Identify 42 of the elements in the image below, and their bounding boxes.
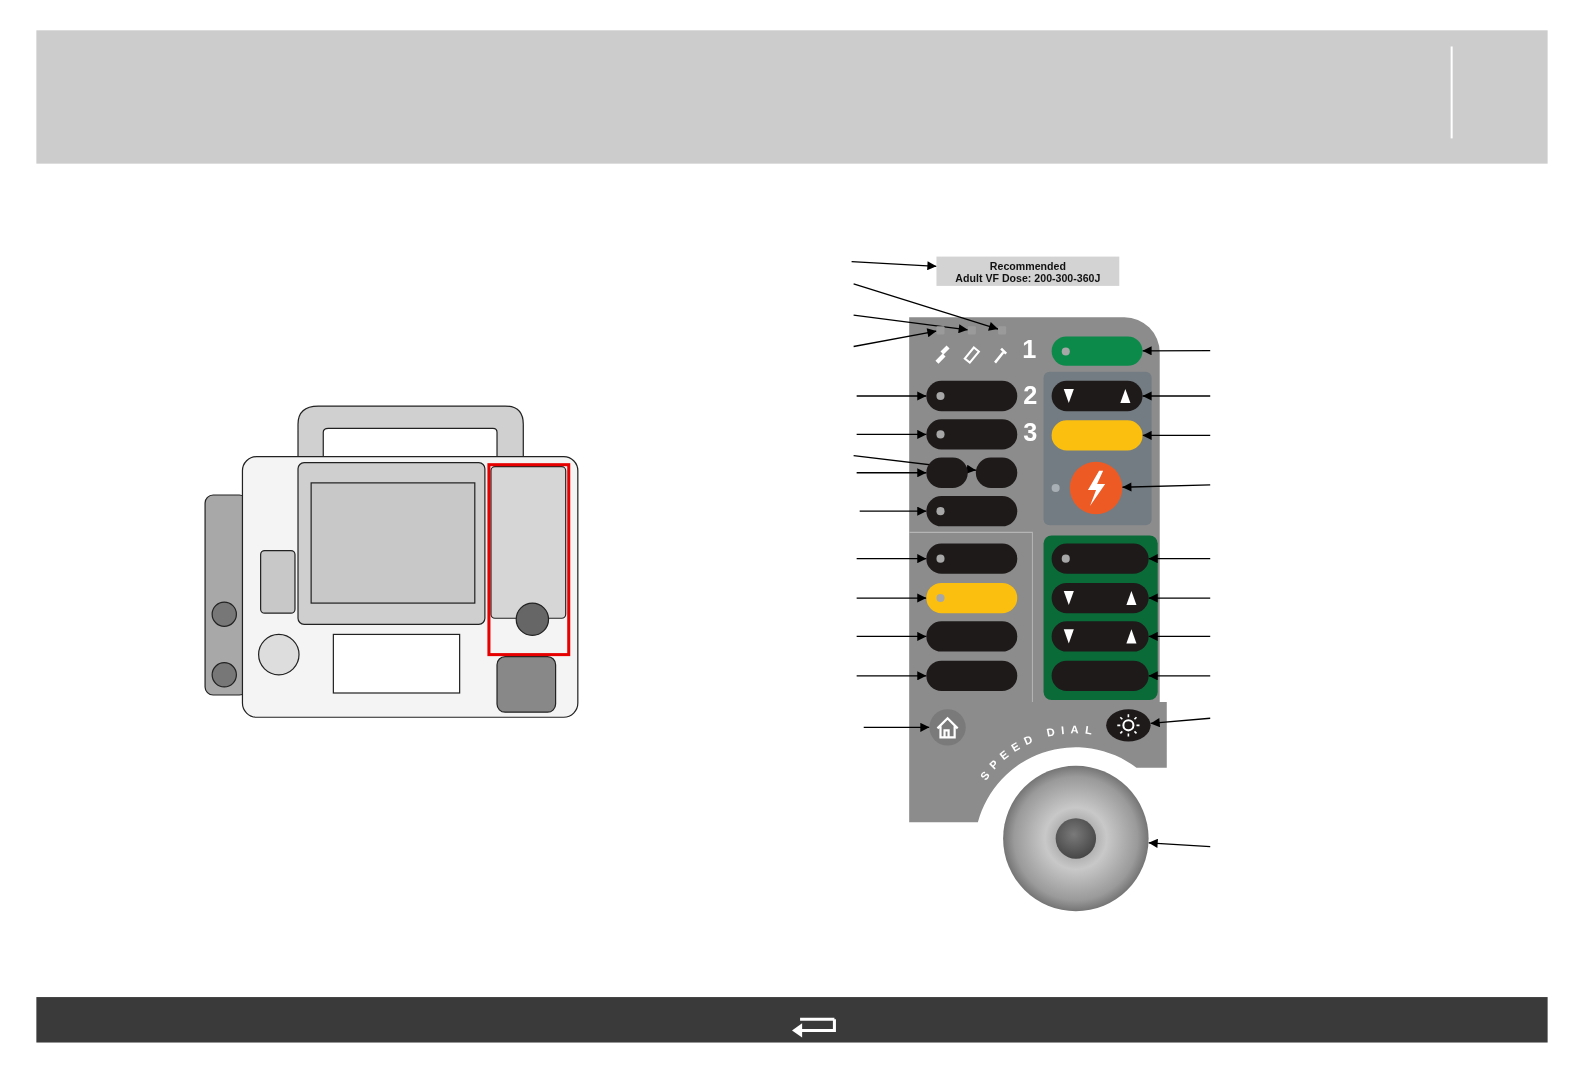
leader-line: [1149, 717, 1211, 728]
control-button: [926, 496, 1018, 527]
leader-line: [852, 314, 969, 334]
control-button: [1051, 336, 1143, 366]
leader-line: [856, 391, 927, 401]
leader-line: [1141, 391, 1211, 401]
leader-line: [850, 261, 938, 271]
number-label: 3: [1023, 417, 1038, 448]
leader-line: [856, 593, 927, 603]
leader-line: [856, 554, 927, 564]
leader-line: [1147, 671, 1211, 681]
leader-line: [1147, 838, 1211, 848]
leader-line: [852, 328, 938, 348]
indicator-light: [936, 326, 945, 335]
leader-line: [1141, 430, 1211, 440]
leader-line: [1121, 482, 1211, 492]
control-button: [926, 621, 1018, 652]
control-button: [926, 543, 1018, 574]
leader-line: [1147, 631, 1211, 641]
leader-line: [856, 671, 927, 681]
number-label: 2: [1023, 379, 1038, 411]
leader-line: [1141, 346, 1211, 356]
control-button: [926, 419, 1018, 450]
leader-line: [852, 283, 999, 331]
control-button: [926, 380, 1018, 412]
leader-line: [856, 631, 927, 641]
control-button: [926, 660, 1018, 691]
control-button: [1051, 380, 1143, 412]
leader-line: [856, 429, 927, 439]
dose-label: Recommended Adult VF Dose: 200-300-360J: [936, 256, 1120, 286]
control-button: [1051, 621, 1149, 652]
control-button: [1051, 420, 1143, 451]
indicator-light: [998, 326, 1007, 335]
leader-line: [856, 468, 927, 478]
control-button: [1051, 543, 1149, 574]
indicator-light: [967, 326, 976, 335]
leader-line: [863, 722, 931, 732]
leader-line: [1147, 593, 1211, 603]
leader-line: [1147, 554, 1211, 564]
number-label: 1: [1022, 333, 1037, 364]
control-button: [1051, 660, 1149, 691]
leader-line: [859, 506, 927, 516]
